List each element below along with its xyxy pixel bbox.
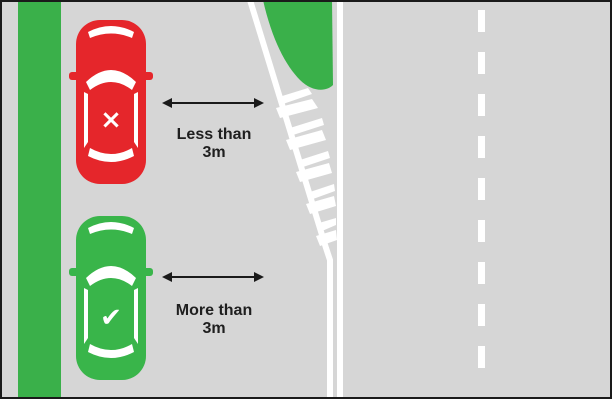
distance-label-less-line2: 3m bbox=[202, 144, 225, 161]
car-green-check-icon: ✔ bbox=[100, 303, 122, 333]
car-red-window-left bbox=[84, 92, 88, 148]
distance-label-less-line1: Less than bbox=[177, 126, 252, 143]
car-red: × bbox=[69, 20, 153, 184]
car-green-window-left bbox=[84, 288, 88, 344]
car-red-window-right bbox=[134, 92, 138, 148]
dashed-lane-line bbox=[478, 10, 485, 368]
grass-verge bbox=[18, 0, 61, 399]
car-red-cross-icon: × bbox=[100, 105, 122, 135]
distance-label-more-line2: 3m bbox=[202, 320, 225, 337]
car-green: ✔ bbox=[69, 216, 153, 380]
car-green-window-right bbox=[134, 288, 138, 344]
distance-label-more-line1: More than bbox=[176, 302, 252, 319]
